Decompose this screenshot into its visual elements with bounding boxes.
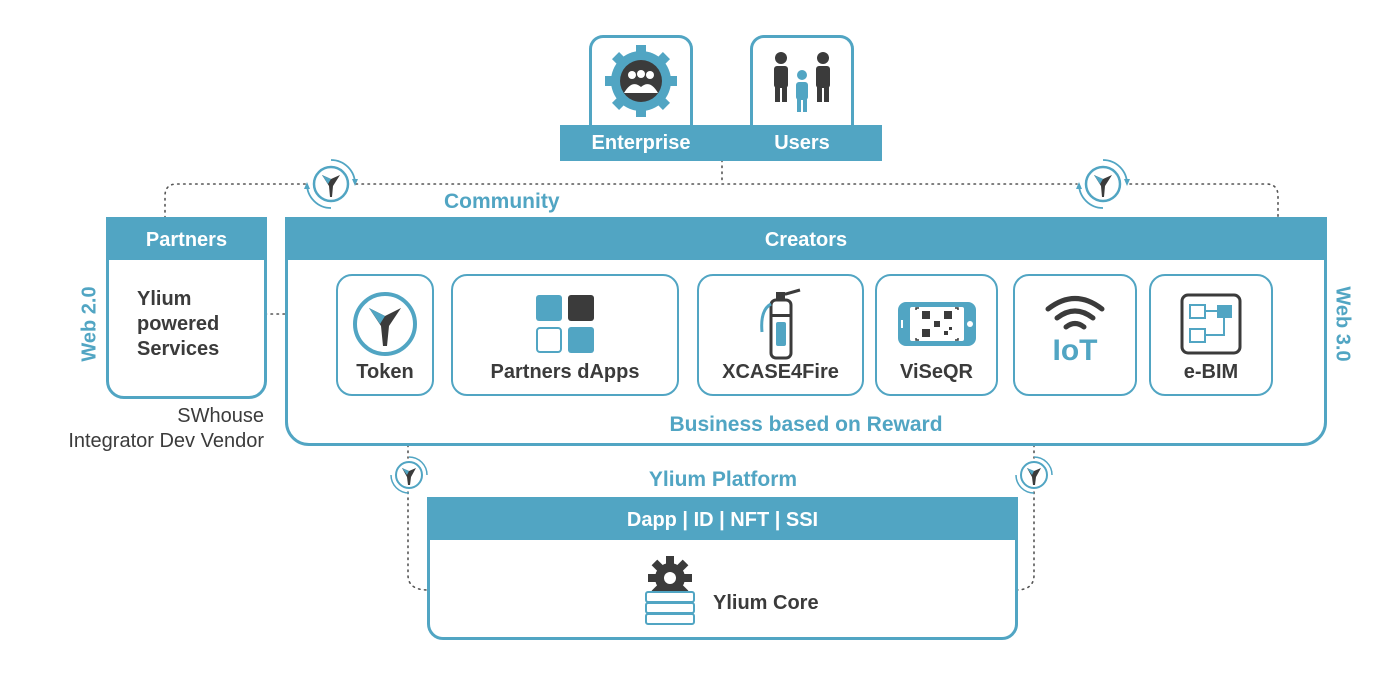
ebim-tile[interactable]: e-BIM: [1149, 274, 1273, 396]
iot-wifi-icon: [1045, 296, 1105, 330]
ylium-token-icon: [353, 292, 417, 356]
users-group-icon: [774, 52, 830, 112]
partners-header: Partners: [109, 220, 264, 260]
partners-box: Partners Ylium powered Services: [106, 217, 267, 399]
swhouse-label: SWhouse Integrator Dev Vendor: [68, 404, 264, 454]
platform-box: Dapp | ID | NFT | SSI Ylium Core: [427, 497, 1018, 640]
partners-body-line: Ylium: [137, 288, 192, 310]
ylium-cycle-icon-top-right: [1076, 159, 1130, 209]
viseqr-label: ViSeQR: [900, 361, 973, 383]
xcase4fire-tile[interactable]: XCASE4Fire: [697, 274, 864, 396]
users-card: Users: [722, 35, 882, 161]
creators-header: Creators: [288, 220, 1324, 260]
token-label: Token: [356, 361, 414, 383]
partners-dapps-label: Partners dApps: [490, 361, 640, 383]
users-label: Users: [722, 125, 882, 161]
partners-dapps-tile[interactable]: Partners dApps: [451, 274, 679, 396]
ylium-cycle-icon-bottom-right: [1015, 456, 1053, 494]
platform-title: Ylium Platform: [648, 468, 798, 491]
phone-qr-icon: [897, 302, 976, 346]
iot-tile[interactable]: IoT: [1013, 274, 1137, 396]
enterprise-label: Enterprise: [560, 125, 722, 161]
enterprise-icon-frame: [589, 35, 693, 125]
web2-label: Web 2.0: [78, 286, 101, 362]
enterprise-gear-icon: [605, 45, 677, 117]
partners-body-line: powered: [137, 313, 220, 335]
core-gear-stack-icon: [645, 556, 695, 625]
fire-extinguisher-icon: [759, 288, 800, 360]
token-tile[interactable]: Token: [336, 274, 434, 396]
users-icon-frame: [750, 35, 854, 125]
creators-footer: Business based on Reward: [669, 413, 943, 436]
ebim-label: e-BIM: [1183, 361, 1239, 383]
community-label: Community: [444, 190, 560, 213]
dapps-grid-icon: [536, 295, 594, 353]
ylium-cycle-icon-top-left: [304, 159, 358, 209]
core-label: Ylium Core: [713, 592, 819, 614]
platform-header: Dapp | ID | NFT | SSI: [430, 500, 1015, 540]
partners-body: Ylium powered Services: [137, 287, 219, 362]
bim-diagram-icon: [1180, 293, 1242, 355]
swhouse-line1: SWhouse: [177, 405, 264, 427]
iot-text: IoT: [1052, 334, 1098, 367]
partners-body-line: Services: [137, 338, 220, 360]
xcase4fire-label: XCASE4Fire: [722, 361, 839, 383]
swhouse-line2: Integrator Dev Vendor: [68, 430, 264, 452]
web3-label: Web 3.0: [1331, 286, 1354, 362]
enterprise-card: Enterprise: [560, 35, 722, 161]
ylium-cycle-icon-bottom-left: [390, 456, 428, 494]
viseqr-tile[interactable]: ViSeQR: [875, 274, 998, 396]
